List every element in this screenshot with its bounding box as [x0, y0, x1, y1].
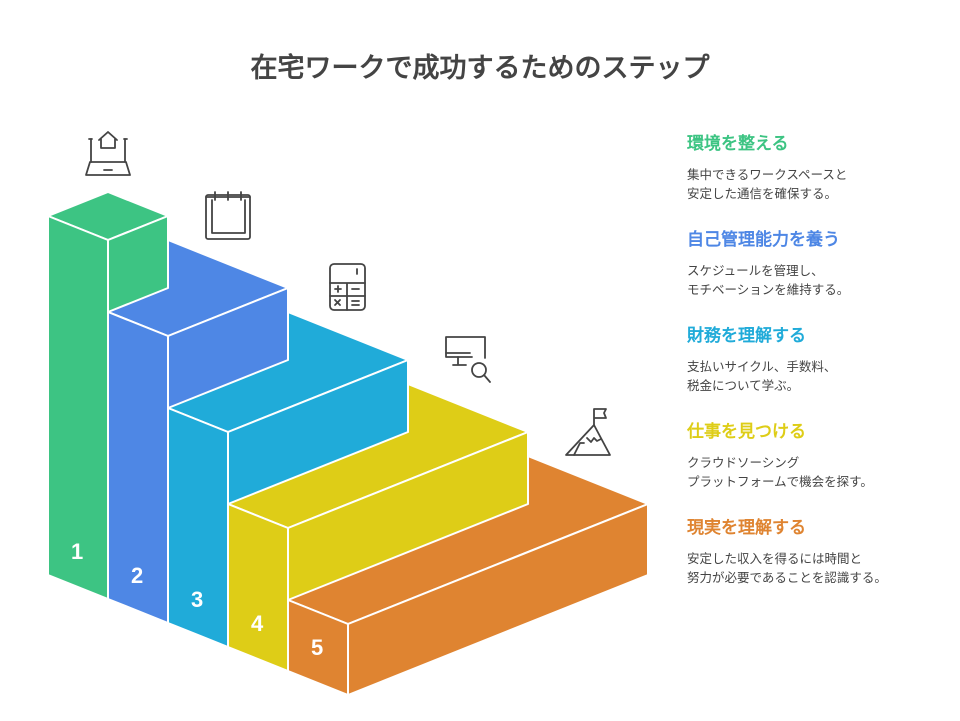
step-3-desc-line: 税金について学ぶ。: [687, 378, 800, 393]
step-1-desc-line: 安定した通信を確保する。: [687, 186, 838, 201]
step-number-2: 2: [131, 563, 143, 588]
step-2-desc-line: モチベーションを維持する。: [687, 282, 850, 297]
mountain-flag-icon: [565, 408, 611, 456]
step-2-title: 自己管理能力を養う: [687, 230, 840, 250]
step-2-front-face: [107, 311, 169, 624]
step-number-1: 1: [71, 539, 83, 564]
step-1-desc-line: 集中できるワークスペースと: [687, 167, 848, 182]
step-3-desc-line: 支払いサイクル、手数料、: [687, 359, 837, 374]
step-4-front-face: [227, 503, 289, 672]
staircase-blocks: [47, 191, 649, 696]
step-5-description: 現実を理解する 安定した収入を得るには時間と努力が必要であることを認識する。: [687, 517, 957, 587]
step-3-title: 財務を理解する: [687, 326, 806, 346]
step-2-description: 自己管理能力を養う スケジュールを管理し、モチベーションを維持する。: [687, 229, 957, 299]
calendar-icon: [205, 191, 251, 240]
step-4-desc-line: プラットフォームで機会を探す。: [687, 474, 873, 489]
step-5-desc-line: 努力が必要であることを認識する。: [687, 570, 887, 585]
step-3-description: 財務を理解する 支払いサイクル、手数料、税金について学ぶ。: [687, 325, 957, 395]
calculator-icon: [329, 263, 366, 311]
step-5-title: 現実を理解する: [687, 518, 806, 538]
step-3-front-face: [167, 407, 229, 648]
step-number-4: 4: [251, 611, 264, 636]
step-4-title: 仕事を見つける: [687, 422, 806, 442]
page-title: 在宅ワークで成功するためのステップ: [250, 53, 710, 84]
step-2-desc-line: スケジュールを管理し、: [687, 263, 824, 278]
step-5-front-face: [287, 599, 349, 696]
step-1-description: 環境を整える 集中できるワークスペースと安定した通信を確保する。: [687, 133, 957, 203]
step-5-desc-line: 安定した収入を得るには時間と: [687, 551, 863, 566]
step-numbers: 1 2 3 4 5: [71, 539, 323, 660]
step-1-front-face: [47, 215, 109, 600]
step-number-3: 3: [191, 587, 203, 612]
step-4-desc-line: クラウドソーシング: [687, 455, 800, 470]
monitor-search-icon: [445, 336, 491, 383]
step-1-title: 環境を整える: [687, 134, 789, 154]
step-number-5: 5: [311, 635, 323, 660]
laptop-home-icon: [85, 131, 131, 176]
step-4-description: 仕事を見つける クラウドソーシングプラットフォームで機会を探す。: [687, 421, 957, 491]
